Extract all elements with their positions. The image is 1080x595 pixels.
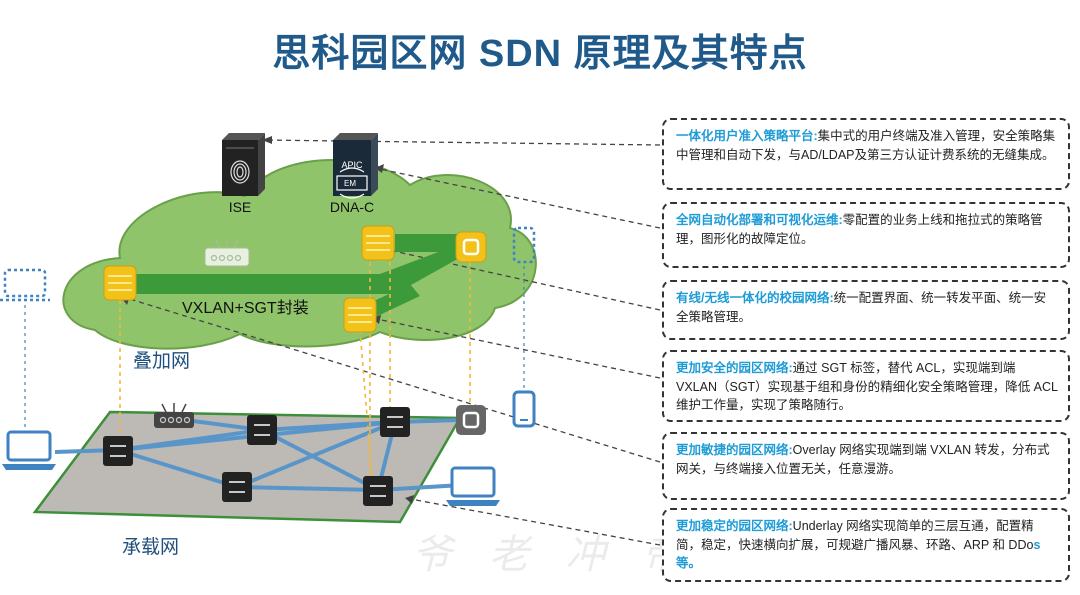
underlay-switch — [363, 476, 393, 506]
dashed-arrows — [119, 139, 661, 546]
overlay-node — [361, 225, 395, 261]
underlay-switch — [222, 472, 252, 502]
ise-label: ISE — [229, 199, 252, 215]
feature-box-agility: 更加敏捷的园区网络:Overlay 网络实现端到端 VXLAN 转发，分布式网关… — [662, 432, 1070, 500]
watermark: 爷 老 冲 帝 — [412, 532, 695, 578]
overlay-node — [103, 265, 137, 301]
phone-icon — [512, 390, 536, 428]
apic-label: APIC — [341, 160, 363, 170]
feature-head: 更加稳定的园区网络: — [676, 519, 793, 533]
overlay-node — [343, 297, 377, 333]
virtual-laptop-icon — [0, 268, 50, 302]
feature-box-wired-wireless: 有线/无线一体化的校园网络:统一配置界面、统一转发平面、统一安全策略管理。 — [662, 280, 1070, 340]
feature-body: 零配置的业务上线和拖拉式的策略管理，图形化的故障定位。 — [676, 213, 1043, 246]
underlay-network-label: 承载网 — [122, 537, 180, 558]
feature-head: 全网自动化部署和可视化运维: — [676, 213, 843, 227]
ise-server-icon — [222, 133, 265, 196]
feature-body: 通过 SGT 标签，替代 ACL，实现端到端 VXLAN（SGT）实现基于组和身… — [676, 361, 1058, 412]
vxlan-sgt-label: VXLAN+SGT封装 — [182, 300, 309, 317]
overlay-access-point-icon — [455, 231, 487, 263]
feature-head: 有线/无线一体化的校园网络: — [676, 291, 834, 305]
feature-box-policy: 一体化用户准入策略平台:集中式的用户终端及准入管理，安全策略集中管理和自动下发，… — [662, 118, 1070, 190]
underlay-router-icon — [154, 403, 194, 428]
dnac-label: DNA-C — [330, 199, 374, 215]
feature-body: Underlay 网络实现简单的三层互通，配置精简，稳定，快速横向扩展，可规避广… — [676, 519, 1034, 552]
overlay-router-icon — [204, 239, 250, 267]
feature-body: 统一配置界面、统一转发平面、统一安全策略管理。 — [676, 291, 1047, 324]
feature-head: 一体化用户准入策略平台: — [676, 129, 818, 143]
feature-box-security: 更加安全的园区网络:通过 SGT 标签，替代 ACL，实现端到端 VXLAN（S… — [662, 350, 1070, 422]
dna-center-server-icon — [333, 133, 378, 199]
laptop-icon — [2, 430, 56, 470]
em-label: EM — [344, 179, 356, 188]
underlay-switch — [103, 436, 133, 466]
virtual-phone-icon — [512, 226, 536, 264]
underlay-access-point-icon — [456, 405, 486, 435]
feature-head: 更加敏捷的园区网络: — [676, 443, 793, 457]
overlay-network-label: 叠加网 — [133, 351, 191, 372]
underlay-switch — [247, 415, 277, 445]
feature-tail: s等。 — [676, 537, 1041, 571]
feature-body: Overlay 网络实现端到端 VXLAN 转发，分布式网关，与终端接入位置无关… — [676, 443, 1050, 476]
laptop-icon — [446, 466, 500, 506]
feature-box-automation: 全网自动化部署和可视化运维:零配置的业务上线和拖拉式的策略管理，图形化的故障定位… — [662, 202, 1070, 268]
page-title: 思科园区网 SDN 原理及其特点 — [272, 33, 808, 75]
feature-box-stability: 更加稳定的园区网络:Underlay 网络实现简单的三层互通，配置精简，稳定，快… — [662, 508, 1070, 582]
feature-body: 集中式的用户终端及准入管理，安全策略集中管理和自动下发，与AD/LDAP及第三方… — [676, 129, 1056, 162]
underlay-switch — [380, 407, 410, 437]
vxlan-tunnels — [135, 234, 470, 322]
feature-head: 更加安全的园区网络: — [676, 361, 793, 375]
overlay-cloud — [62, 158, 537, 350]
